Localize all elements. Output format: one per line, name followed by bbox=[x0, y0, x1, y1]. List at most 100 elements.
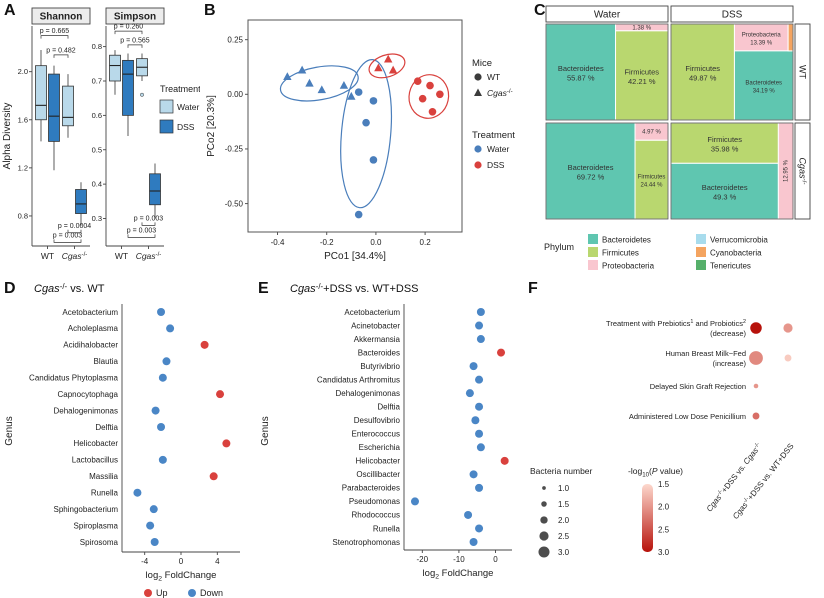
svg-text:0.6: 0.6 bbox=[92, 111, 102, 120]
svg-text:35.98 %: 35.98 % bbox=[711, 145, 739, 154]
svg-text:2.5: 2.5 bbox=[658, 525, 670, 534]
svg-text:DSS: DSS bbox=[177, 122, 195, 132]
svg-text:Sphingobacterium: Sphingobacterium bbox=[54, 505, 119, 514]
svg-text:(increase): (increase) bbox=[713, 359, 747, 368]
svg-text:DSS: DSS bbox=[722, 10, 743, 21]
svg-text:Delayed Skin Graft Rejection: Delayed Skin Graft Rejection bbox=[650, 382, 746, 391]
svg-text:Cgas-/-+DSS vs. WT+DSS: Cgas-/-+DSS vs. WT+DSS bbox=[731, 442, 796, 521]
svg-text:Treatment with Prebiotics1 and: Treatment with Prebiotics1 and Probiotic… bbox=[606, 319, 746, 328]
svg-text:Butyrivibrio: Butyrivibrio bbox=[360, 362, 400, 371]
svg-text:Tenericutes: Tenericutes bbox=[710, 262, 751, 271]
svg-text:-0.25: -0.25 bbox=[225, 145, 244, 154]
svg-text:0.2: 0.2 bbox=[420, 238, 432, 247]
svg-text:Shannon: Shannon bbox=[40, 12, 83, 23]
svg-text:4: 4 bbox=[215, 557, 220, 566]
svg-text:2.0: 2.0 bbox=[558, 516, 570, 525]
svg-text:Up: Up bbox=[156, 588, 168, 598]
svg-text:Delftia: Delftia bbox=[377, 403, 400, 412]
svg-text:Desulfovibrio: Desulfovibrio bbox=[354, 416, 401, 425]
svg-text:Cgas-/- vs. WT: Cgas-/- vs. WT bbox=[34, 282, 105, 295]
svg-text:Massilia: Massilia bbox=[89, 472, 118, 481]
svg-text:p = 0.482: p = 0.482 bbox=[46, 47, 75, 54]
svg-text:0.5: 0.5 bbox=[92, 145, 102, 154]
svg-text:-log10(P value): -log10(P value) bbox=[628, 466, 683, 479]
svg-text:24.44 %: 24.44 % bbox=[641, 183, 664, 189]
svg-text:2.0: 2.0 bbox=[18, 67, 28, 76]
svg-text:1.5: 1.5 bbox=[558, 500, 570, 509]
svg-text:1.0: 1.0 bbox=[558, 484, 570, 493]
svg-text:Acetobacterium: Acetobacterium bbox=[62, 308, 118, 317]
svg-text:Cyanobacteria: Cyanobacteria bbox=[710, 249, 762, 258]
svg-text:Enterococcus: Enterococcus bbox=[352, 430, 400, 439]
svg-text:13.39 %: 13.39 % bbox=[750, 40, 773, 46]
svg-text:p = 0.003: p = 0.003 bbox=[134, 215, 163, 222]
svg-text:p = 0.0004: p = 0.0004 bbox=[58, 223, 91, 230]
svg-text:PCo2 [20.3%]: PCo2 [20.3%] bbox=[206, 95, 217, 157]
svg-text:Helicobacter: Helicobacter bbox=[356, 457, 401, 466]
svg-text:log2 FoldChange: log2 FoldChange bbox=[146, 570, 217, 583]
svg-text:log2 FoldChange: log2 FoldChange bbox=[423, 568, 494, 581]
svg-text:Blautia: Blautia bbox=[94, 357, 119, 366]
svg-text:Cgas-/-: Cgas-/- bbox=[487, 88, 513, 98]
svg-text:0.8: 0.8 bbox=[92, 42, 102, 51]
svg-text:Verrucomicrobia: Verrucomicrobia bbox=[710, 236, 768, 245]
svg-text:Parabacteroides: Parabacteroides bbox=[342, 484, 400, 493]
svg-text:Administered Low Dose Penicill: Administered Low Dose Penicillium bbox=[629, 412, 746, 421]
svg-text:Runella: Runella bbox=[91, 489, 119, 498]
svg-text:p = 0.260: p = 0.260 bbox=[114, 24, 143, 31]
svg-text:-10: -10 bbox=[453, 555, 465, 564]
svg-text:42.21 %: 42.21 % bbox=[628, 77, 656, 86]
svg-text:1.38 %: 1.38 % bbox=[632, 25, 651, 31]
svg-text:WT: WT bbox=[41, 251, 54, 261]
svg-text:55.87 %: 55.87 % bbox=[567, 74, 595, 83]
svg-text:PCo1 [34.4%]: PCo1 [34.4%] bbox=[324, 251, 386, 262]
svg-text:2.0: 2.0 bbox=[658, 503, 670, 512]
svg-text:Genus: Genus bbox=[4, 416, 15, 445]
svg-text:Cgas-/-: Cgas-/- bbox=[136, 251, 162, 261]
svg-text:Firmicutes: Firmicutes bbox=[624, 67, 659, 76]
svg-text:(decrease): (decrease) bbox=[710, 329, 746, 338]
svg-text:DSS: DSS bbox=[487, 160, 505, 170]
panel-f-label: F bbox=[528, 280, 538, 297]
svg-text:Water: Water bbox=[177, 102, 200, 112]
svg-text:34.19 %: 34.19 % bbox=[753, 88, 776, 94]
svg-text:Water: Water bbox=[594, 10, 621, 21]
svg-text:Runella: Runella bbox=[373, 524, 401, 533]
svg-text:Firmicutes: Firmicutes bbox=[685, 64, 720, 73]
svg-text:Candidatus Arthromitus: Candidatus Arthromitus bbox=[317, 375, 400, 384]
svg-text:Spiroplasma: Spiroplasma bbox=[74, 521, 119, 530]
svg-text:Water: Water bbox=[487, 144, 510, 154]
panel-b-label: B bbox=[204, 2, 216, 19]
svg-text:Alpha Diversity: Alpha Diversity bbox=[2, 103, 13, 170]
svg-text:-20: -20 bbox=[417, 555, 429, 564]
svg-text:Pseudomonas: Pseudomonas bbox=[349, 497, 400, 506]
svg-text:Bacteroidetes: Bacteroidetes bbox=[558, 64, 604, 73]
svg-text:3.0: 3.0 bbox=[658, 548, 670, 557]
svg-text:1.6: 1.6 bbox=[18, 115, 28, 124]
svg-text:Firmicutes: Firmicutes bbox=[707, 135, 742, 144]
svg-text:0: 0 bbox=[493, 555, 498, 564]
svg-text:p = 0.003: p = 0.003 bbox=[127, 227, 156, 234]
svg-text:p = 0.003: p = 0.003 bbox=[53, 232, 82, 239]
svg-text:1.2: 1.2 bbox=[18, 163, 28, 172]
panel-d-label: D bbox=[4, 280, 16, 297]
svg-text:49.3 %: 49.3 % bbox=[713, 193, 737, 202]
svg-text:0.7: 0.7 bbox=[92, 77, 102, 86]
svg-text:4.97 %: 4.97 % bbox=[642, 130, 661, 136]
svg-text:-0.2: -0.2 bbox=[320, 238, 334, 247]
svg-text:Dehalogenimonas: Dehalogenimonas bbox=[336, 389, 401, 398]
panel-e-label: E bbox=[258, 280, 269, 297]
svg-text:12.95 %: 12.95 % bbox=[784, 159, 790, 182]
svg-text:2.5: 2.5 bbox=[558, 532, 570, 541]
svg-text:Delftia: Delftia bbox=[95, 423, 118, 432]
svg-text:69.72 %: 69.72 % bbox=[577, 173, 605, 182]
panel-a-label: A bbox=[4, 2, 16, 19]
svg-text:Proteobacteria: Proteobacteria bbox=[602, 262, 655, 271]
svg-text:-0.50: -0.50 bbox=[225, 199, 244, 208]
svg-text:Phylum: Phylum bbox=[544, 242, 574, 252]
